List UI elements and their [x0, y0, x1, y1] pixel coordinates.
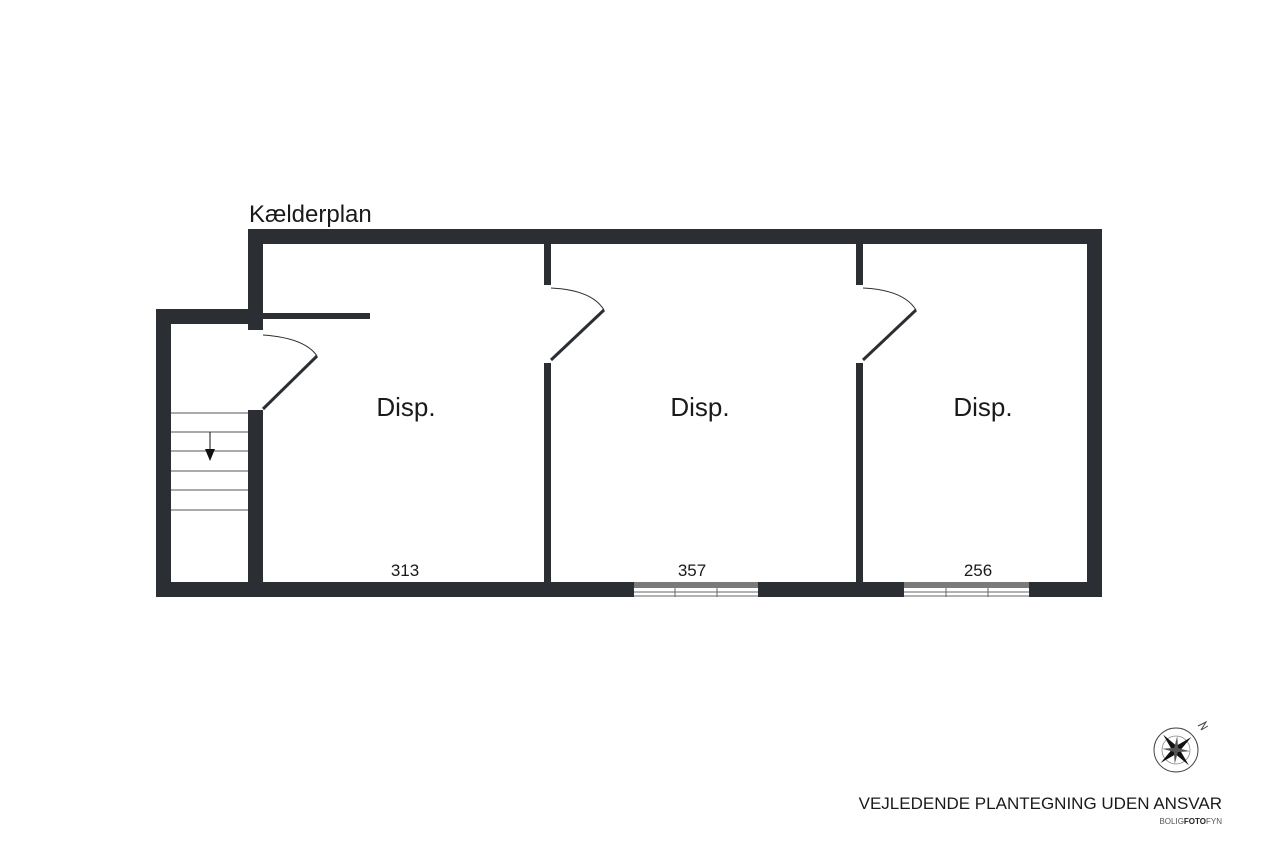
staircase [171, 412, 248, 511]
walls [156, 229, 1102, 597]
compass-rose-icon [1153, 720, 1209, 773]
disclaimer: VEJLEDENDE PLANTEGNING UDEN ANSVAR [859, 794, 1222, 813]
brand-logo: BOLIGFOTOFYN [1159, 817, 1222, 826]
room-label: Disp. [670, 392, 729, 422]
room-label: Disp. [953, 392, 1012, 422]
windows [634, 582, 1029, 597]
room-dimension: 357 [678, 561, 706, 580]
plan-title: Kælderplan [249, 201, 372, 228]
room-dimension: 313 [391, 561, 419, 580]
room-label: Disp. [376, 392, 435, 422]
room-dimension: 256 [964, 561, 992, 580]
stair-arrow-icon [205, 449, 215, 461]
doors [261, 287, 918, 411]
